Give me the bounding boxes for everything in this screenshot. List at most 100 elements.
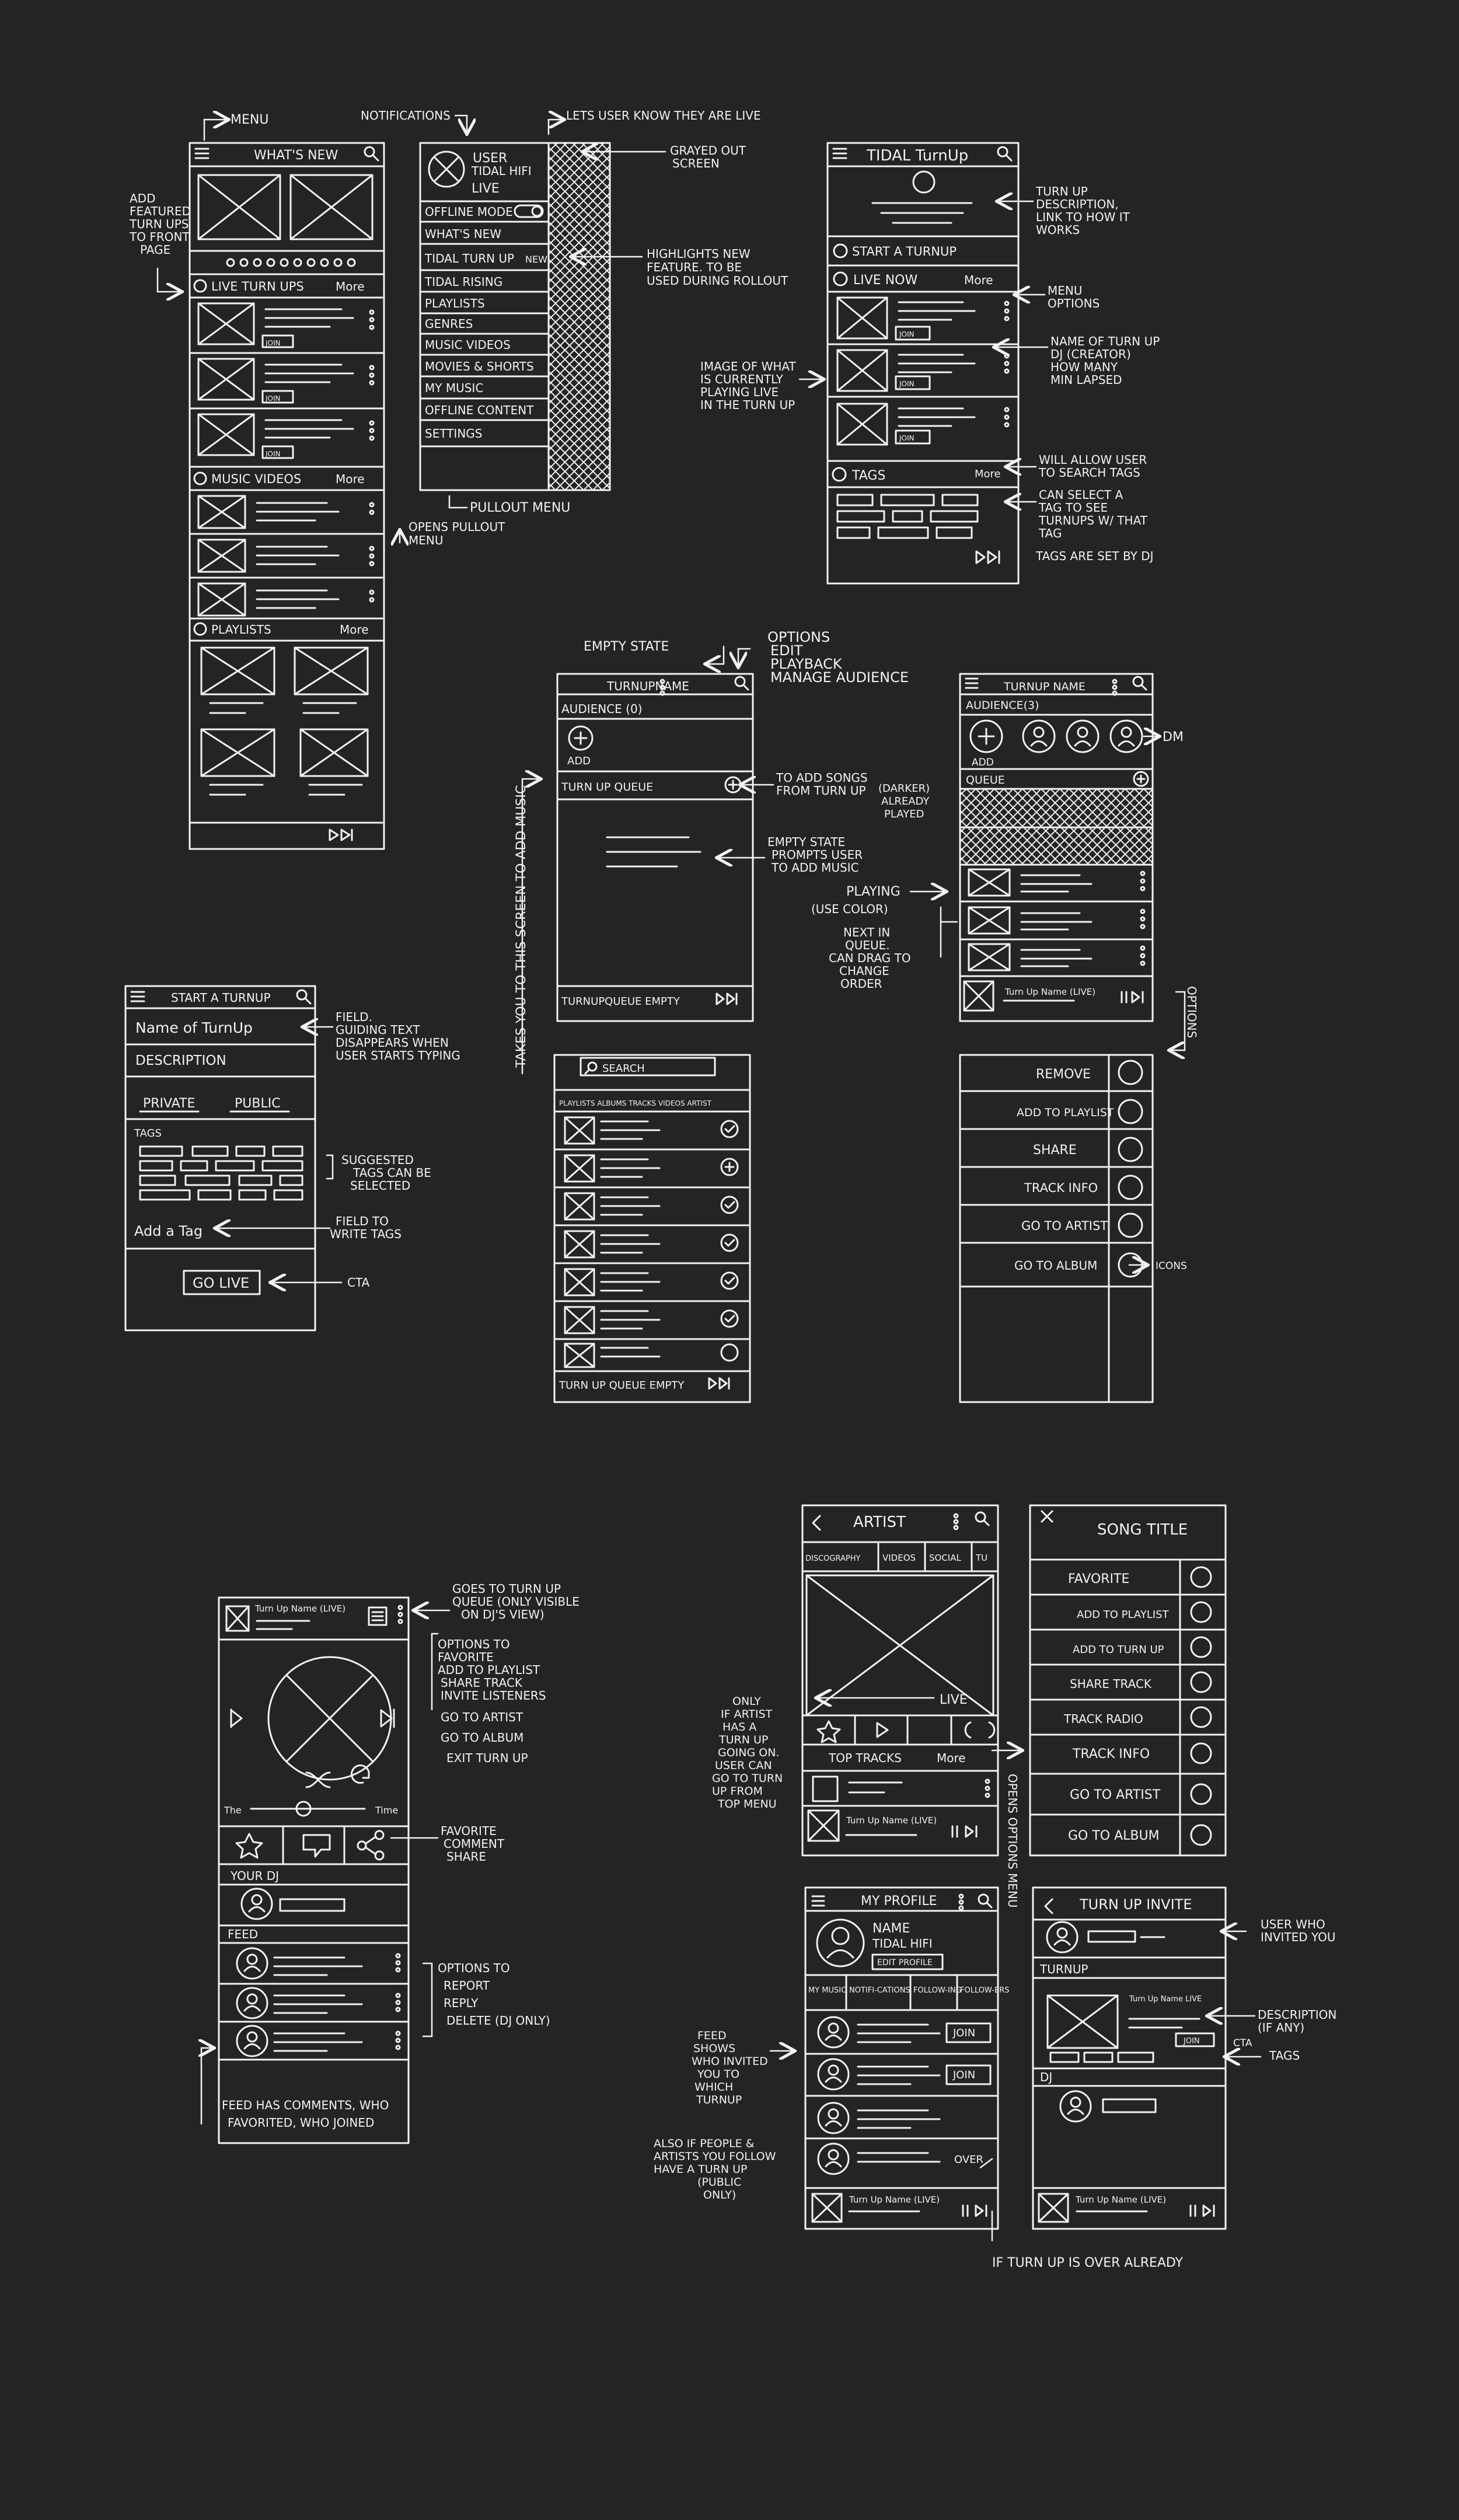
note-image-of-what: IN THE TURN UP bbox=[700, 398, 795, 412]
note-also-if-people: (PUBLIC bbox=[697, 2176, 741, 2189]
feed-heading: FEED bbox=[228, 1927, 258, 1941]
note-empty-prompts: PROMPTS USER bbox=[772, 848, 863, 862]
song-option: GO TO ALBUM bbox=[1068, 1829, 1160, 1843]
note-also-if-people: ALSO IF PEOPLE & bbox=[654, 2137, 755, 2150]
player-turnup-name: Turn Up Name (LIVE) bbox=[254, 1603, 345, 1614]
carousel-dots bbox=[226, 258, 356, 267]
note-only-if-artist: IF ARTIST bbox=[721, 1708, 773, 1721]
note-will-allow: TO SEARCH TAGS bbox=[1038, 466, 1140, 480]
note-also-if-people: ONLY) bbox=[703, 2189, 736, 2201]
public-toggle: PUBLIC bbox=[235, 1096, 281, 1111]
menu-new-badge: NEW bbox=[525, 254, 547, 265]
screen-pullout-menu bbox=[419, 142, 611, 491]
note-goes-to-queue: ON DJ'S VIEW) bbox=[461, 1607, 544, 1621]
note-opens-pullout: MENU bbox=[409, 533, 444, 547]
music-videos-more: More bbox=[336, 472, 365, 486]
screen-options-list bbox=[959, 1054, 1154, 1403]
join-label: JOIN bbox=[899, 330, 915, 338]
tags-heading: TAGS bbox=[851, 469, 885, 483]
profile-tab: FOLLOW-ERS bbox=[960, 1986, 1009, 1995]
note-feed-has: FEED HAS COMMENTS, WHO bbox=[222, 2098, 389, 2112]
note-also-if-people: HAVE A TURN UP bbox=[654, 2163, 747, 2176]
invite-turnup-heading: TURNUP bbox=[1039, 1962, 1088, 1976]
note-opens-options-menu: OPENS OPTIONS MENU bbox=[1006, 1774, 1020, 1908]
start-turnup-title: START A TURNUP bbox=[171, 991, 271, 1005]
note-add-featured: FEATURED bbox=[130, 204, 191, 218]
note-feed-shows: YOU TO bbox=[697, 2068, 739, 2081]
invite-title: TURN UP INVITE bbox=[1079, 1896, 1192, 1913]
your-dj-heading: YOUR DJ bbox=[230, 1869, 279, 1883]
note-user-who-invited: INVITED YOU bbox=[1261, 1930, 1336, 1944]
join-label: JOIN bbox=[265, 394, 281, 403]
note-only-if-artist: GO TO TURN bbox=[712, 1772, 783, 1785]
tags-label: TAGS bbox=[134, 1127, 162, 1140]
note-feed-shows: FEED bbox=[697, 2029, 727, 2042]
note-add-featured: PAGE bbox=[140, 243, 170, 257]
note-empty-prompts: TO ADD MUSIC bbox=[771, 861, 859, 875]
queue-add-label: ADD bbox=[972, 757, 994, 768]
profile-tab: MY MUSIC bbox=[808, 1986, 846, 1995]
join-label: JOIN bbox=[265, 450, 281, 458]
note-opens-pullout: OPENS PULLOUT bbox=[409, 520, 505, 534]
screen-player bbox=[218, 1596, 410, 2144]
note-only-if-artist: USER CAN bbox=[715, 1759, 772, 1772]
note-feed-shows: SHOWS bbox=[693, 2042, 735, 2055]
note-empty-prompts: EMPTY STATE bbox=[767, 835, 845, 849]
note-options-to: INVITE LISTENERS bbox=[441, 1689, 546, 1703]
menu-item: GENRES bbox=[425, 317, 473, 331]
note-turnup-description: LINK TO HOW IT bbox=[1036, 210, 1130, 224]
note-fav-comment-share: COMMENT bbox=[444, 1837, 505, 1851]
note-can-select: CAN SELECT A bbox=[1039, 488, 1123, 502]
song-option: TRACK INFO bbox=[1072, 1747, 1150, 1761]
name-of-turnup-field: Name of TurnUp bbox=[135, 1019, 253, 1036]
note-options-to: GO TO ALBUM bbox=[441, 1731, 523, 1745]
wireframe-lines bbox=[124, 142, 1227, 2230]
tags-more: More bbox=[975, 468, 1001, 480]
note-options: OPTIONS bbox=[1185, 986, 1199, 1038]
screen-tidal-turnup bbox=[826, 142, 1020, 585]
artist-tab: DISCOGRAPHY bbox=[805, 1554, 860, 1563]
option-add-to-playlist: ADD TO PLAYLIST bbox=[1017, 1106, 1114, 1119]
note-options-report: OPTIONS TO bbox=[438, 1961, 510, 1975]
note-options-report: DELETE (DJ ONLY) bbox=[446, 2014, 550, 2028]
note-to-add-songs: FROM TURN UP bbox=[776, 784, 866, 798]
note-next-in-queue: CHANGE bbox=[839, 964, 889, 978]
note-image-of-what: IMAGE OF WHAT bbox=[700, 359, 797, 373]
note-icons: ICONS bbox=[1156, 1260, 1187, 1272]
note-menu: MENU bbox=[231, 113, 268, 127]
note-image-of-what: IS CURRENTLY bbox=[700, 372, 784, 386]
note-options-to: GO TO ARTIST bbox=[441, 1710, 523, 1724]
note-can-select: TAG bbox=[1038, 526, 1062, 540]
song-option: FAVORITE bbox=[1068, 1572, 1129, 1586]
top-tracks-more: More bbox=[937, 1751, 966, 1765]
artist-tab: VIDEOS bbox=[882, 1553, 916, 1563]
join-label: JOIN bbox=[899, 380, 915, 388]
menu-item: MUSIC VIDEOS bbox=[425, 338, 511, 352]
note-options-to: FAVORITE bbox=[438, 1650, 494, 1664]
annotation-arrows bbox=[156, 116, 1262, 2242]
menu-item: MOVIES & SHORTS bbox=[425, 359, 534, 373]
note-name-of-turnup: MIN LAPSED bbox=[1050, 373, 1122, 387]
song-option: ADD TO TURN UP bbox=[1073, 1644, 1164, 1656]
note-options-to: EXIT TURN UP bbox=[446, 1751, 528, 1765]
note-field-tags: WRITE TAGS bbox=[330, 1227, 402, 1241]
note-tags: TAGS bbox=[1269, 2049, 1300, 2063]
note-add-featured: TO FRONT bbox=[129, 230, 190, 244]
note-field: USER STARTS TYPING bbox=[336, 1048, 460, 1062]
menu-item: MY MUSIC bbox=[425, 381, 483, 395]
note-feed-has: FAVORITED, WHO JOINED bbox=[228, 2116, 374, 2130]
note-goes-to-queue: QUEUE (ONLY VISIBLE bbox=[452, 1595, 580, 1609]
invite-now-playing: Turn Up Name (LIVE) bbox=[1075, 2194, 1166, 2205]
queue-screen-title: TURNUP NAME bbox=[1003, 680, 1085, 693]
profile-tidal-hifi: TIDAL HIFI bbox=[872, 1937, 933, 1951]
search-category-tabs: PLAYLISTS ALBUMS TRACKS VIDEOS ARTIST bbox=[559, 1099, 712, 1107]
live-turnups-heading: LIVE TURN UPS bbox=[211, 279, 304, 293]
note-menu-options: MENU bbox=[1048, 284, 1083, 298]
note-next-in-queue: QUEUE. bbox=[845, 938, 890, 952]
screen-whats-new bbox=[189, 142, 385, 850]
note-playing: PLAYING bbox=[846, 885, 900, 899]
note-options-to: ADD TO PLAYLIST bbox=[438, 1663, 540, 1677]
note-options-to: SHARE TRACK bbox=[441, 1676, 523, 1690]
note-description-if-any: (IF ANY) bbox=[1258, 2021, 1304, 2035]
